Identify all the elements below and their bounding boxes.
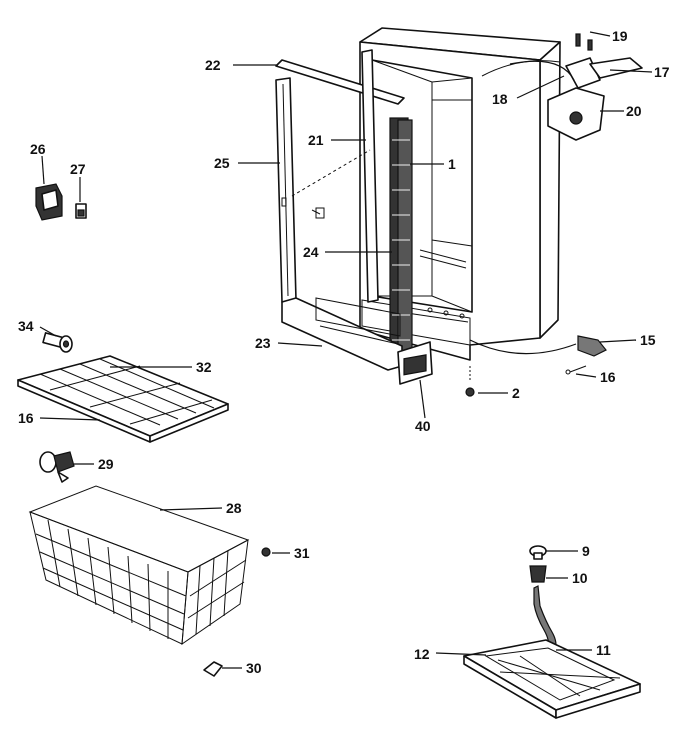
callout-22: 22	[205, 57, 221, 73]
screw	[465, 366, 475, 397]
callout-12: 12	[414, 646, 430, 662]
door-gasket-frame	[275, 49, 405, 371]
callout-23: 23	[255, 335, 271, 351]
callout-16-right: 16	[600, 369, 616, 385]
callout-17: 17	[654, 64, 670, 80]
callout-26: 26	[30, 141, 46, 157]
callout-32: 32	[196, 359, 212, 375]
callout-34: 34	[18, 318, 34, 334]
callout-11: 11	[596, 642, 611, 658]
callout-24: 24	[303, 244, 319, 260]
switch-parts	[35, 183, 87, 221]
callout-2: 2	[512, 385, 520, 401]
callout-30: 30	[246, 660, 262, 676]
callout-20: 20	[626, 103, 642, 119]
callout-27: 27	[70, 161, 86, 177]
callout-15: 15	[640, 332, 656, 348]
wire-basket	[28, 485, 250, 646]
callout-28: 28	[226, 500, 242, 516]
evaporator-coil	[389, 117, 413, 359]
leader-lines	[39, 31, 653, 669]
knob	[39, 451, 75, 483]
callout-10: 10	[572, 570, 588, 586]
callout-19: 19	[612, 28, 628, 44]
drain-fitting	[469, 335, 607, 375]
shelf-support	[42, 332, 73, 353]
kick-plate	[397, 341, 433, 385]
drain-assembly	[463, 545, 641, 719]
callout-1: 1	[448, 156, 456, 172]
wire-shelf	[17, 355, 229, 443]
callout-16-left: 16	[18, 410, 34, 426]
small-fasteners	[203, 547, 271, 677]
callout-labels: 22 21 25 1 24 23 40 2 19 17 18 20 15 16 …	[18, 28, 670, 676]
callout-9: 9	[582, 543, 590, 559]
callout-25: 25	[214, 155, 230, 171]
thermostat-assembly	[509, 33, 643, 141]
callout-40: 40	[415, 418, 431, 434]
callout-18: 18	[492, 91, 508, 107]
callout-29: 29	[98, 456, 114, 472]
callout-31: 31	[294, 545, 310, 561]
callout-21: 21	[308, 132, 324, 148]
